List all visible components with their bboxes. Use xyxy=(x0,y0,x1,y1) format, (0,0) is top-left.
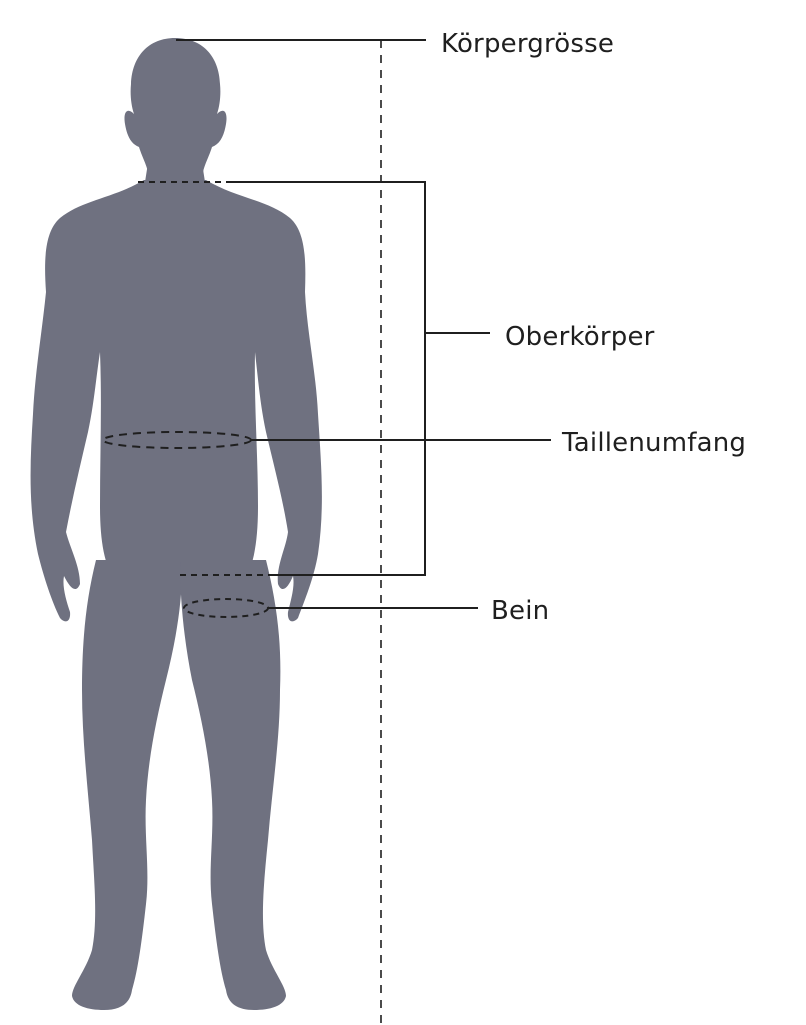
height-label: Körpergrösse xyxy=(441,29,614,59)
leg-label: Bein xyxy=(491,596,549,626)
waist-label: Taillenumfang xyxy=(561,428,746,458)
upper-body-label: Oberkörper xyxy=(505,322,655,352)
human-silhouette-icon xyxy=(31,38,322,1010)
